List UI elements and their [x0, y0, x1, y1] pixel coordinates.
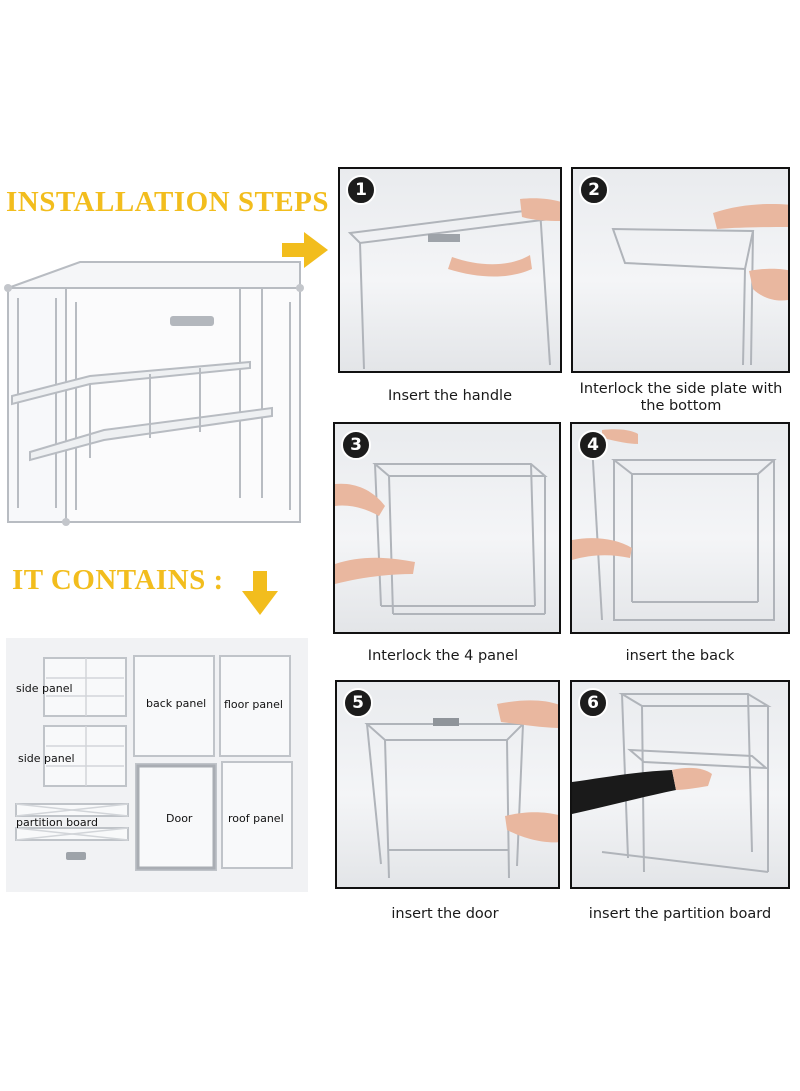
step-5-badge: 5 [343, 688, 373, 718]
arrow-down-icon [242, 571, 278, 615]
step-6-badge: 6 [578, 688, 608, 718]
step-2-panel: 2 [571, 167, 790, 373]
step-6-image [572, 693, 772, 873]
part-label-side-panel-1: side panel [16, 682, 73, 695]
arrow-right-icon [282, 232, 328, 268]
step-4-image [572, 429, 777, 621]
step-1-panel: 1 [338, 167, 562, 373]
step-4-badge: 4 [578, 430, 608, 460]
step-2-badge: 2 [579, 175, 609, 205]
part-label-roof-panel: roof panel [228, 812, 284, 825]
step-3-panel: 3 [333, 422, 561, 634]
step-6-panel: 6 [570, 680, 790, 889]
part-label-door: Door [166, 812, 193, 825]
step-5-panel: 5 [335, 680, 560, 889]
it-contains-heading: IT CONTAINS : [12, 564, 224, 596]
step-5-image [364, 700, 558, 879]
part-label-partition-board: partition board [16, 816, 98, 829]
step-2-image [611, 203, 788, 366]
step-4-caption: insert the back [625, 648, 735, 664]
step-5-caption: insert the door [391, 906, 499, 922]
part-label-back-panel: back panel [146, 697, 207, 710]
step-1-caption: Insert the handle [387, 388, 513, 404]
step-3-caption: Interlock the 4 panel [367, 648, 519, 664]
step-1-image [347, 198, 560, 370]
installation-steps-heading: INSTALLATION STEPS : [6, 186, 347, 218]
parts-contents-image: side panel side panel partition board ba… [6, 638, 308, 892]
part-label-floor-panel: floor panel [224, 698, 283, 711]
part-label-side-panel-2: side panel [18, 752, 75, 765]
step-3-image [335, 463, 548, 615]
step-3-badge: 3 [341, 430, 371, 460]
step-1-badge: 1 [346, 175, 376, 205]
step-4-panel: 4 [570, 422, 790, 634]
assembled-cabinet-image [0, 258, 312, 538]
step-6-caption: insert the partition board [588, 906, 772, 922]
step-2-caption: Interlock the side plate with the bottom [579, 381, 783, 414]
